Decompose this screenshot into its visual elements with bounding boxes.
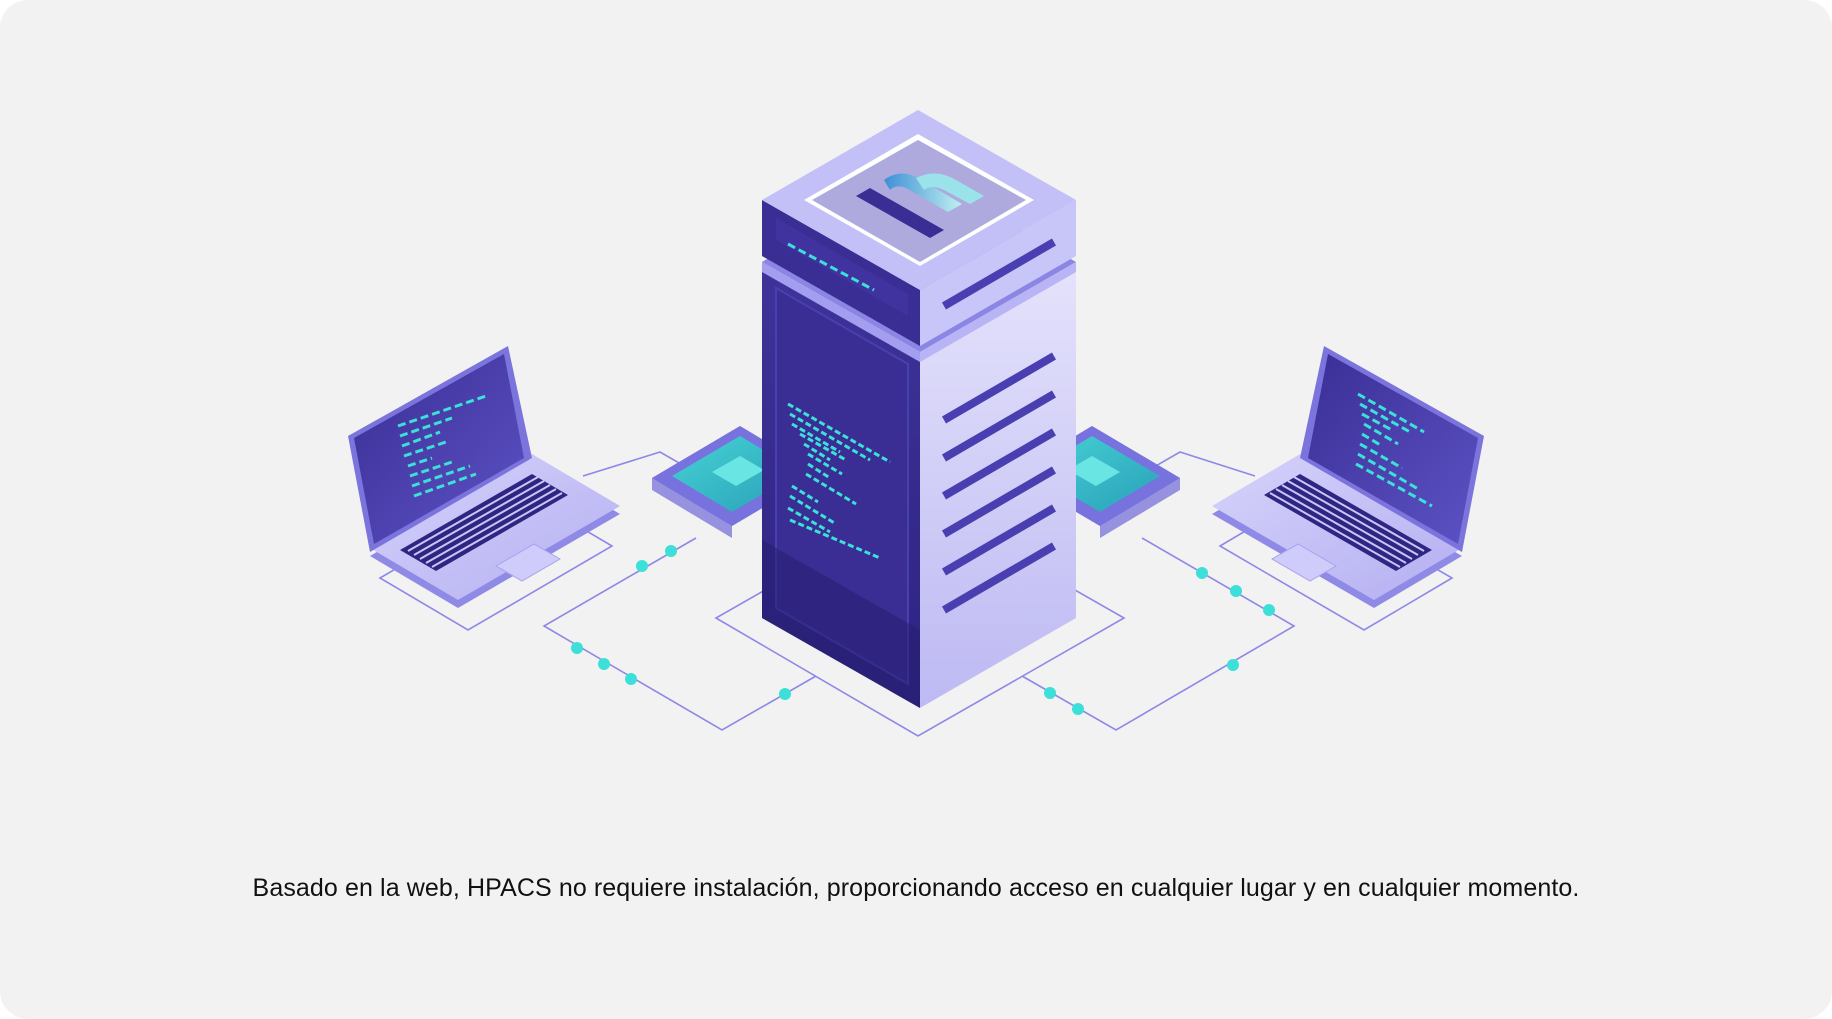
server-tower-icon: [762, 110, 1076, 708]
laptop-icon-left: [348, 346, 620, 608]
caption-text: Basado en la web, HPACS no requiere inst…: [252, 874, 1580, 902]
hpacs-logo-icon: [856, 173, 984, 238]
connection-dots: [571, 545, 1275, 715]
network-illustration: [348, 110, 1484, 737]
laptop-icon-right: [1212, 346, 1484, 608]
